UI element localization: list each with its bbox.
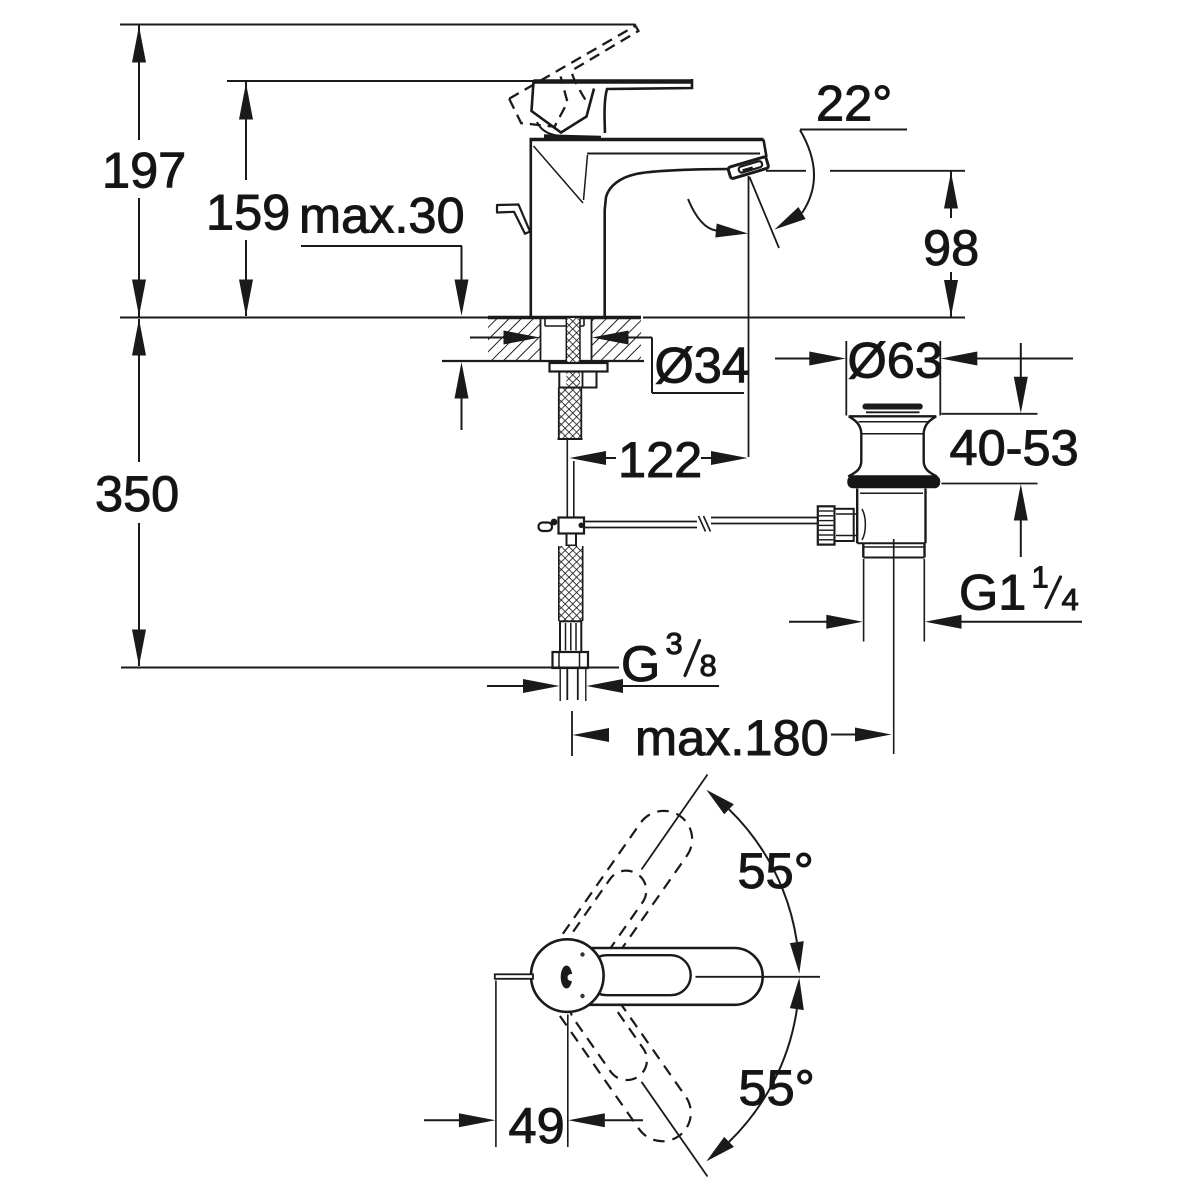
- svg-text:55°: 55°: [739, 1059, 815, 1116]
- svg-text:197: 197: [102, 142, 186, 199]
- svg-text:122: 122: [618, 431, 702, 488]
- svg-text:Ø34: Ø34: [655, 337, 750, 394]
- svg-text:Ø63: Ø63: [848, 332, 943, 389]
- svg-text:350: 350: [95, 465, 179, 522]
- svg-text:8: 8: [700, 648, 717, 683]
- svg-text:G1: G1: [959, 564, 1026, 621]
- svg-text:22°: 22°: [816, 75, 892, 132]
- svg-text:49: 49: [509, 1097, 565, 1154]
- svg-text:40-53: 40-53: [950, 419, 1079, 476]
- svg-text:55°: 55°: [738, 842, 814, 899]
- svg-text:98: 98: [923, 219, 979, 276]
- svg-text:G: G: [621, 635, 660, 692]
- svg-text:159: 159: [206, 184, 290, 241]
- svg-text:4: 4: [1062, 582, 1079, 617]
- svg-text:3: 3: [666, 626, 683, 661]
- svg-text:max.30: max.30: [299, 187, 465, 244]
- svg-text:1: 1: [1032, 560, 1049, 595]
- svg-text:max.180: max.180: [635, 709, 829, 766]
